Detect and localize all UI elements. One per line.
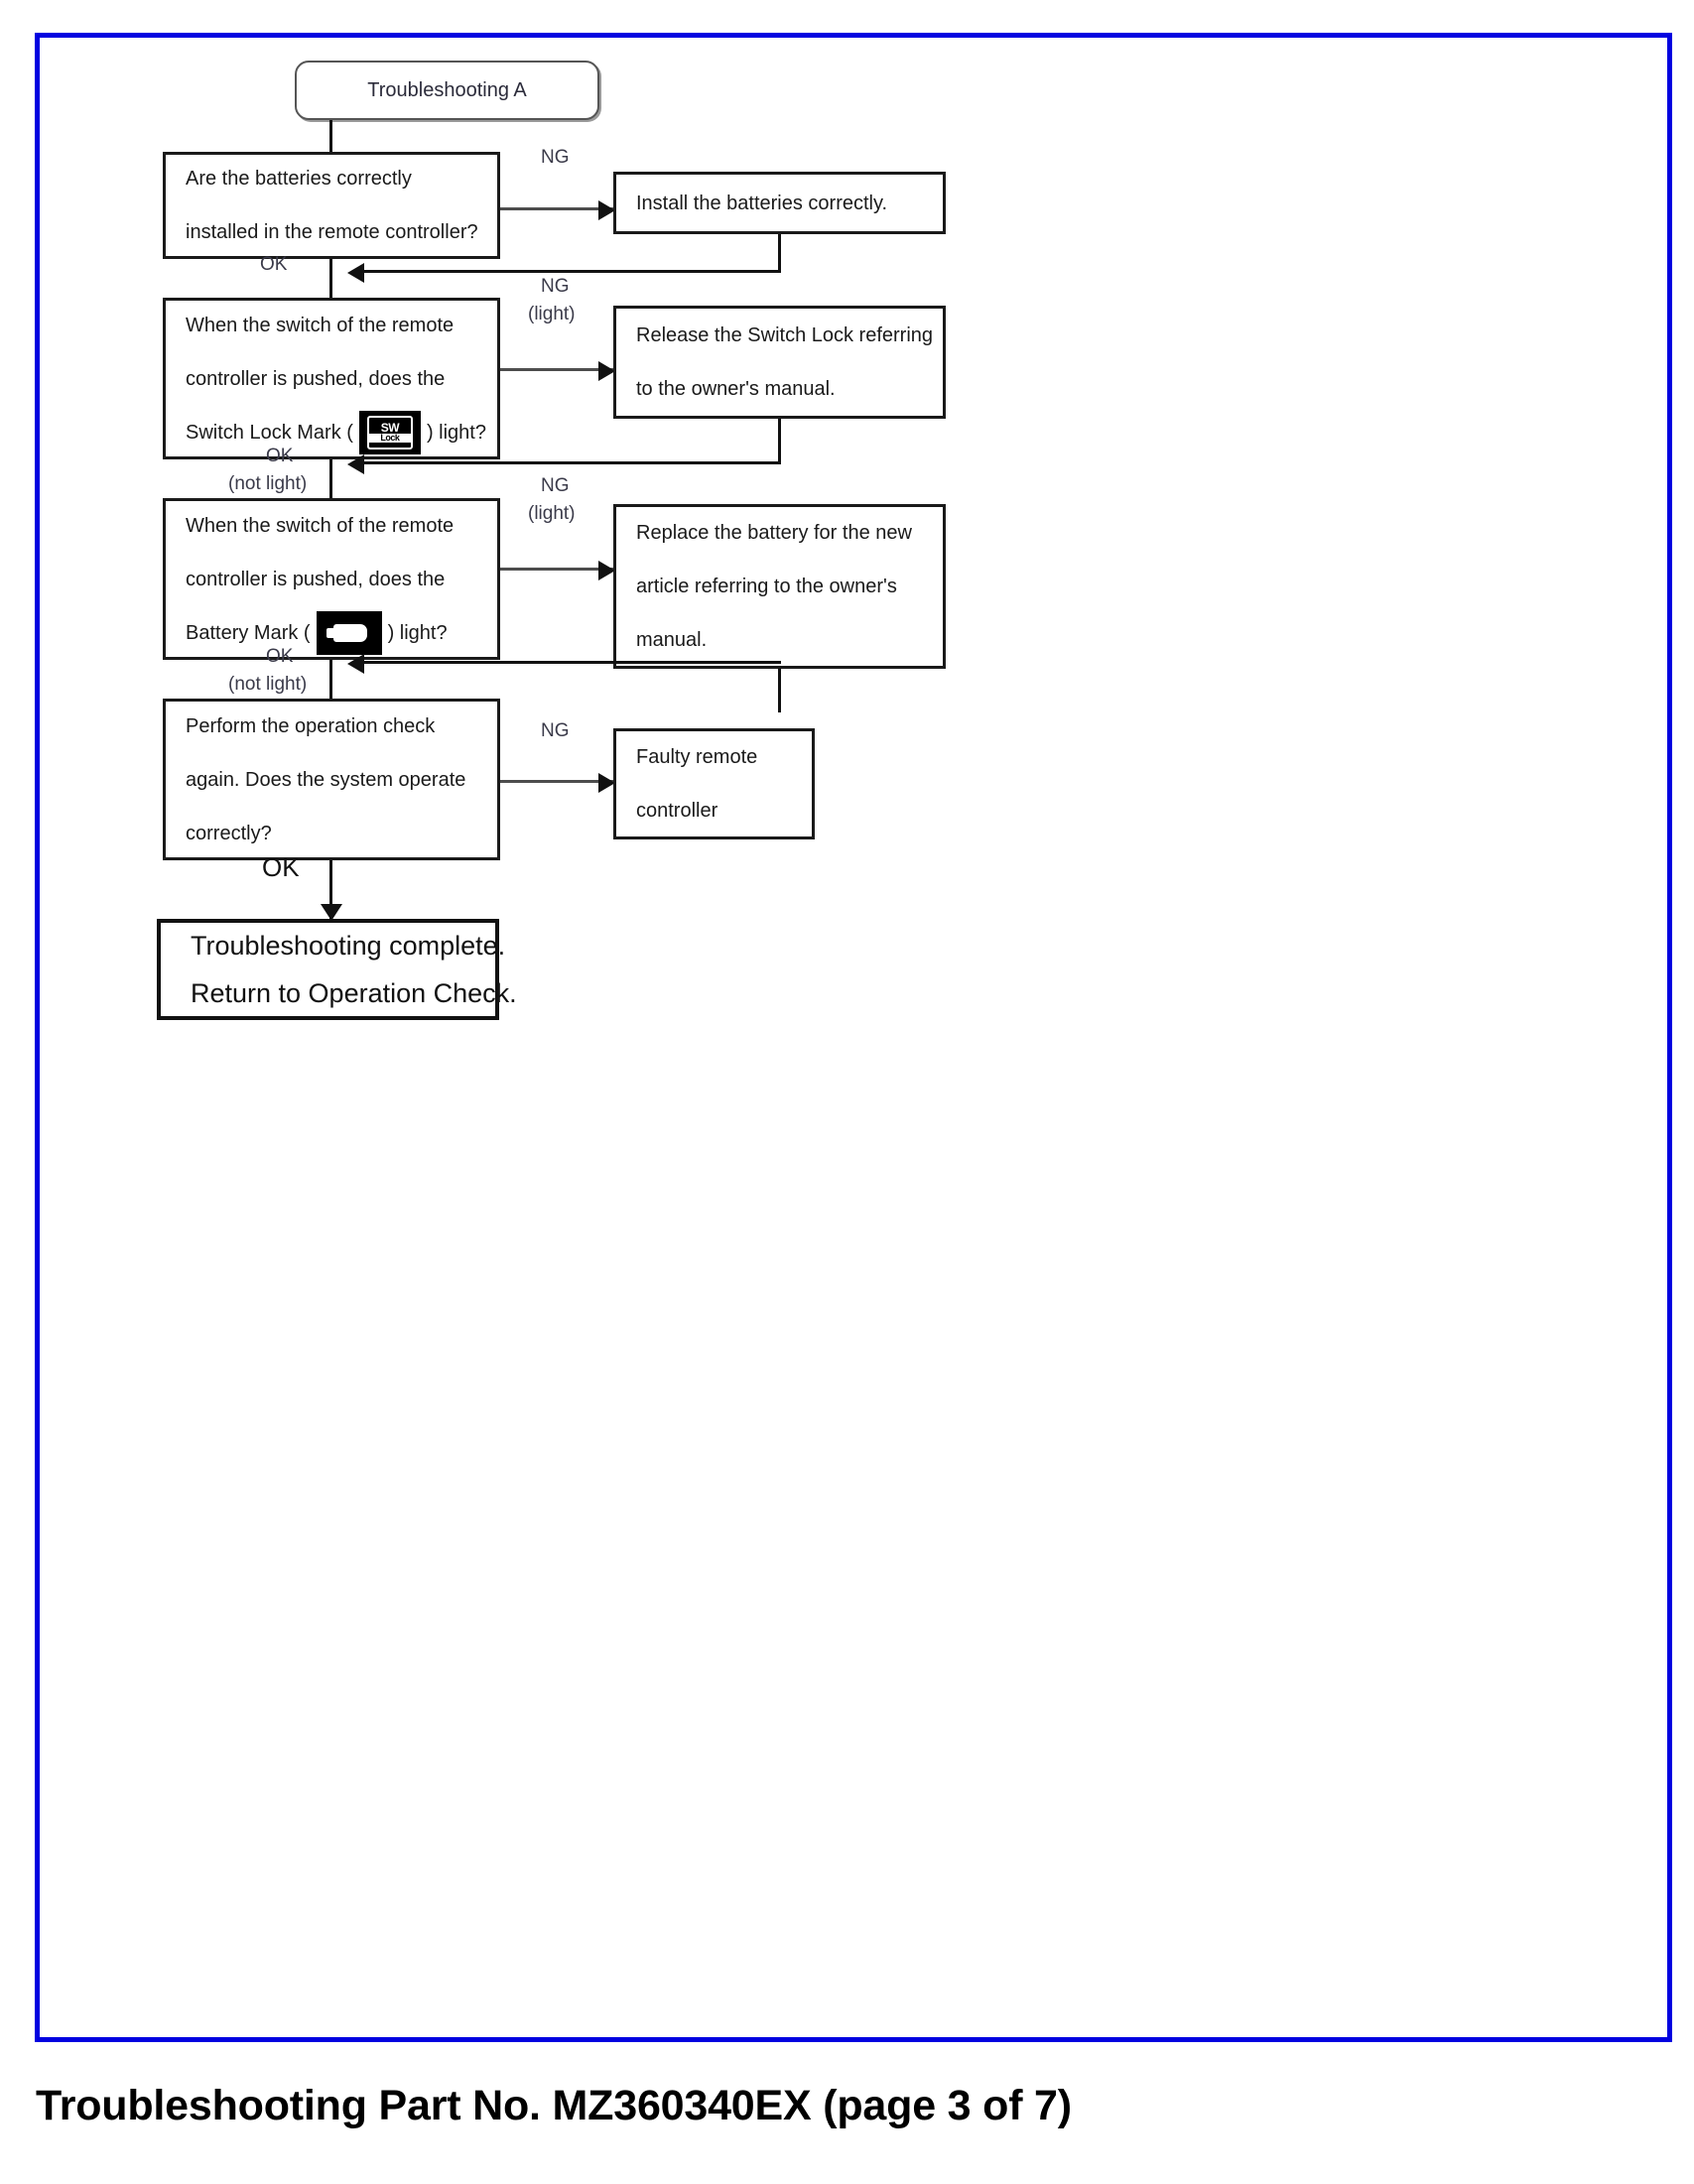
arrowhead-step4-ng	[598, 773, 615, 793]
action-box-replace-battery: Replace the battery for the new article …	[613, 504, 946, 669]
action-box-install-batteries: Install the batteries correctly.	[613, 172, 946, 234]
edge-label-ok: OK	[260, 254, 288, 275]
decision-box-operation-check: Perform the operation check again. Does …	[163, 699, 500, 860]
edge-label-ng: NG	[541, 475, 570, 496]
connector-action1-return-left	[355, 270, 781, 273]
page-border-frame: Troubleshooting A Are the batteries corr…	[35, 33, 1672, 2042]
edge-label-ng: NG	[541, 147, 570, 168]
decision-line: When the switch of the remote	[186, 314, 455, 336]
connector-action3-return-left	[355, 661, 781, 664]
decision-line-with-mark: Switch Lock Mark ( SW Lock ) light?	[166, 406, 497, 459]
battery-mark-body	[332, 623, 367, 642]
decision-box-battery-mark: When the switch of the remote controller…	[163, 498, 500, 660]
arrowhead-step2-ng	[598, 361, 615, 381]
edge-label-ok-sub: (not light)	[228, 473, 308, 494]
connector-step2-ok	[329, 459, 332, 522]
flow-start-label: Troubleshooting A	[367, 78, 527, 101]
action-box-faulty-remote-controller: Faulty remote controller	[613, 728, 815, 839]
action-line: article referring to the owner's	[636, 576, 897, 597]
decision-line: Perform the operation check	[186, 714, 436, 737]
page-caption: Troubleshooting Part No. MZ360340EX (pag…	[36, 2082, 1072, 2129]
arrowhead-step4-ok	[321, 904, 342, 921]
action-line: to the owner's manual.	[636, 378, 836, 400]
action-line: controller	[636, 800, 718, 822]
decision-line: Are the batteries correctly	[186, 168, 412, 190]
edge-label-ng: NG	[541, 720, 570, 741]
flow-start-terminator: Troubleshooting A	[295, 61, 599, 120]
battery-mark-icon	[316, 610, 382, 655]
edge-label-ok: OK	[266, 646, 294, 667]
connector-action1-return-down	[778, 234, 781, 272]
edge-label-ok-sub: (not light)	[228, 674, 308, 695]
connector-step1-ok	[329, 259, 332, 321]
edge-label-ok: OK	[266, 446, 294, 466]
connector-step2-ng	[500, 368, 614, 371]
edge-label-ok: OK	[262, 852, 300, 882]
edge-label-ng-sub: (light)	[528, 503, 576, 524]
connector-step1-ng	[500, 207, 614, 210]
action-box-release-switch-lock: Release the Switch Lock referring to the…	[613, 306, 946, 419]
decision-line: installed in the remote controller?	[186, 221, 478, 243]
decision-box-switch-lock-mark: When the switch of the remote controller…	[163, 298, 500, 459]
terminal-line: Troubleshooting complete.	[191, 931, 506, 961]
connector-step3-ng	[500, 568, 614, 571]
troubleshooting-flowchart: Troubleshooting A Are the batteries corr…	[40, 38, 1667, 2037]
arrowhead-action1-return	[347, 263, 364, 283]
terminal-box-troubleshooting-complete: Troubleshooting complete. Return to Oper…	[157, 919, 517, 1020]
decision-line: controller is pushed, does the	[186, 568, 446, 590]
decision-line: controller is pushed, does the	[186, 367, 446, 390]
decision-box-batteries-installed: Are the batteries correctly installed in…	[163, 152, 500, 259]
switch-lock-mark-inner: SW Lock	[366, 415, 413, 450]
edge-label-ng-sub: (light)	[528, 304, 576, 324]
arrowhead-action2-return	[347, 454, 364, 474]
terminal-line: Return to Operation Check.	[191, 978, 517, 1008]
decision-line-prefix: Switch Lock Mark (	[186, 421, 353, 444]
action-line: Faulty remote	[636, 746, 758, 768]
action-line: Replace the battery for the new	[636, 522, 912, 544]
action-line: manual.	[636, 629, 708, 651]
connector-step3-ok	[329, 660, 332, 722]
connector-action2-return-down	[778, 419, 781, 463]
battery-mark-terminal	[326, 627, 334, 638]
arrowhead-step3-ng	[598, 561, 615, 580]
decision-line-prefix: Battery Mark (	[186, 621, 311, 644]
decision-line: correctly?	[186, 822, 272, 844]
decision-line-suffix: ) light?	[387, 621, 448, 644]
arrowhead-action3-return	[347, 654, 364, 674]
decision-line: When the switch of the remote	[186, 514, 455, 537]
decision-line-with-mark: Battery Mark ( ) light?	[166, 606, 497, 660]
edge-label-ng: NG	[541, 276, 570, 297]
action-line: Install the batteries correctly.	[636, 192, 888, 214]
arrowhead-step1-ng	[598, 200, 615, 220]
switch-lock-mark-top-text: SW	[380, 421, 400, 435]
connector-step4-ok	[329, 860, 332, 922]
switch-lock-mark-icon: SW Lock	[358, 410, 421, 454]
connector-action3-return-down	[778, 669, 781, 712]
action-line: Release the Switch Lock referring	[636, 324, 934, 346]
decision-line-suffix: ) light?	[426, 421, 486, 444]
switch-lock-mark-bottom-text: Lock	[368, 434, 411, 443]
connector-action2-return-left	[355, 461, 781, 464]
connector-step4-ng	[500, 780, 614, 783]
decision-line: again. Does the system operate	[186, 768, 466, 791]
